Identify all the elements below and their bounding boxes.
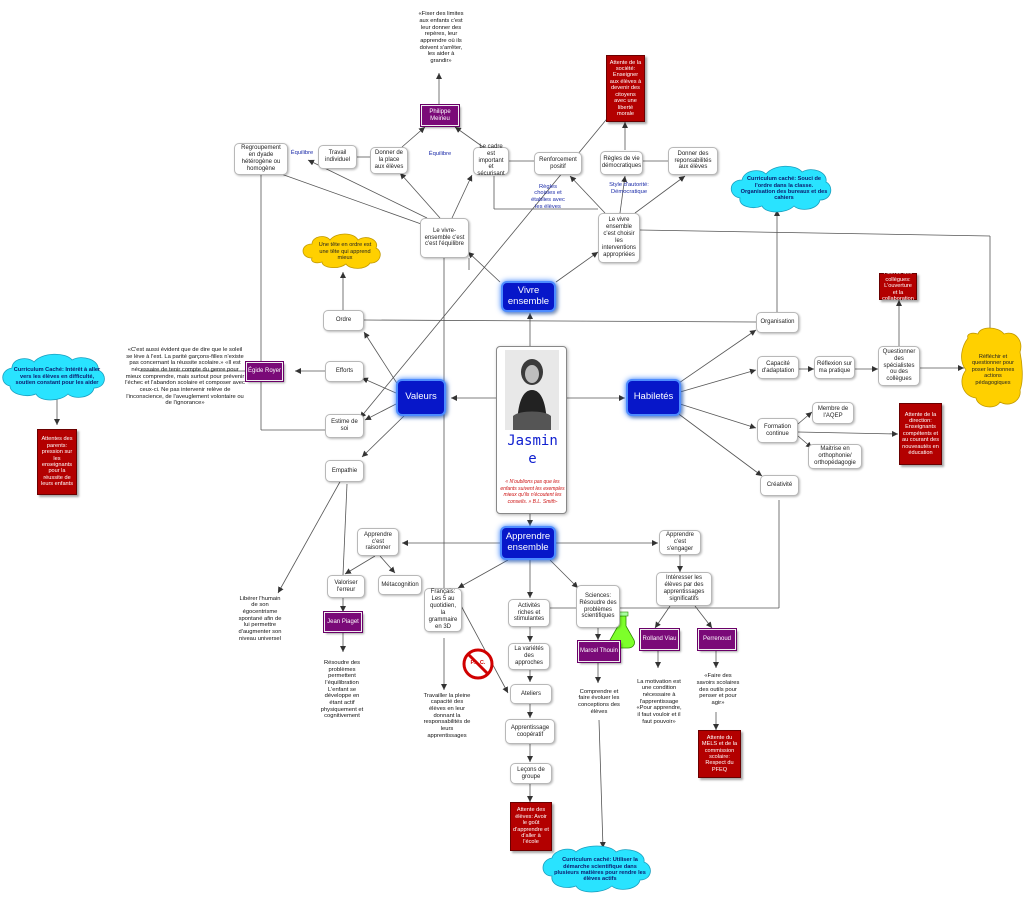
node-renforcement[interactable]: Renforcement positif (534, 152, 582, 175)
piaget-text: Résoudre des problèmes permettent l'équi… (320, 660, 364, 720)
perrenoud-text: «Faire des savoirs scolaires des outils … (696, 673, 740, 706)
cloud-demarche: Curriculum caché: Utiliser la démarche s… (554, 857, 646, 883)
node-lecons[interactable]: Leçons de groupe (510, 763, 552, 784)
node-interesser[interactable]: Intéresser les élèves par des apprentiss… (656, 572, 712, 606)
author-royer[interactable]: Égide Royer (245, 361, 284, 382)
plc-label: P.L.C. (470, 659, 486, 666)
node-cooperatif[interactable]: Apprentissage coopératif (505, 719, 555, 744)
node-reflexion-pratique[interactable]: Réflexion sur ma pratique (814, 356, 855, 379)
cloud-souci: Curriculum caché: Souci de l'ordre dans … (740, 176, 828, 202)
cloud-ordre-shape (302, 233, 381, 269)
attente-parents: Attentes des parents: pression sur les e… (37, 429, 77, 495)
node-maitrise[interactable]: Maitrise en orthophonie/ orthopédagogie (808, 444, 862, 469)
regles-choisies-label: Règles choisies et établies avec les élè… (531, 183, 565, 210)
plc-no-sign-icon (462, 648, 494, 680)
author-piaget[interactable]: Jean Piaget (323, 611, 363, 633)
node-apprendre-engager[interactable]: Apprendre c'est s'engager (659, 530, 701, 555)
travailler-text: Travailler la pleine capacité des élèves… (423, 692, 471, 739)
node-formation[interactable]: Formation continue (757, 418, 798, 443)
node-apprendre-raisonner[interactable]: Apprendre c'est raisonner (357, 528, 399, 556)
node-ordre[interactable]: Ordre (323, 310, 364, 331)
node-valeurs[interactable]: Valeurs (396, 379, 446, 416)
author-thouin[interactable]: Marcel Thouin (577, 640, 621, 663)
attente-mels: Attente du MELS et de la commission scol… (698, 730, 741, 778)
node-vivre-equilibre[interactable]: Le vivre-ensemble c'est c'est l'équilibr… (420, 218, 469, 258)
cloud-reflechir-shape (961, 327, 1023, 408)
style-autorite-label: Style d'autorité: Démocratique (609, 182, 649, 195)
node-habiletes[interactable]: Habiletés (626, 379, 681, 416)
royer-quote: «C'est aussi évident que de dire que le … (125, 347, 245, 407)
node-travail-individuel[interactable]: Travail individuel (318, 145, 357, 169)
node-estime[interactable]: Estime de soi (325, 414, 364, 438)
node-francais[interactable]: Français: Les 5 au quotidien, la grammai… (424, 588, 462, 632)
node-sciences[interactable]: Sciences: Résoudre des problèmes scienti… (576, 585, 620, 628)
liberer-text: Libérer l'humain de son égocentrisme spo… (238, 595, 282, 642)
cloud-reflechir: Réfléchir et questionner pour poser les … (971, 353, 1015, 386)
cloud-souci-shape (730, 165, 832, 213)
cloud-demarche-shape (542, 845, 651, 893)
student-photo (505, 350, 559, 430)
node-regroupement[interactable]: Regroupement en dyade hétérogène ou homo… (234, 143, 288, 175)
node-efforts[interactable]: Efforts (325, 361, 364, 382)
equilibre-label-1: Équilibre (290, 149, 314, 156)
attente-collegues: Attente des collègues: L'ouverture et la… (879, 270, 917, 302)
node-valoriser[interactable]: Valoriser l'erreur (327, 575, 365, 598)
node-membre[interactable]: Membre de l'AQEP (812, 402, 854, 424)
cloud-ordre: Une tête en ordre est une tête qui appre… (318, 242, 372, 262)
node-cadre[interactable]: Le cadre est important et sécurisant (473, 144, 509, 177)
thouin-text: Comprendre et faire évoluer les concepti… (578, 688, 620, 715)
attente-societe: Attente de la société: Enseigner aux élè… (606, 55, 645, 122)
node-vivre-choisir[interactable]: Le vivre ensemble c'est choisir les inte… (598, 213, 640, 263)
smith-quote: « N'oublions pas que les enfants suivent… (500, 479, 565, 505)
cloud-shapes (2, 165, 1023, 893)
author-meirieu[interactable]: Philippe Meirieu (420, 104, 460, 127)
node-variete[interactable]: La variétés des approches (508, 643, 550, 670)
node-questionner[interactable]: Questionner des spécialistes ou des coll… (878, 346, 920, 386)
author-viau[interactable]: Rolland Viau (639, 628, 680, 651)
center-student-card: Jasmin e « N'oublions pas que les enfant… (496, 346, 567, 514)
node-donner-place[interactable]: Donner de la place aux élèves (370, 147, 408, 174)
cloud-interet: Curriculum Caché: Intérêt à aller vers l… (13, 367, 101, 387)
node-vivre-ensemble[interactable]: Vivre ensemble (501, 281, 556, 312)
meirieu-quote: «Fixer des limites aux enfants c'est leu… (418, 11, 464, 64)
node-donner-resp[interactable]: Donner des reponsabilités aux élèves (668, 147, 718, 175)
node-activites[interactable]: Activités riches et stimulantes (508, 599, 550, 627)
node-regles-vie[interactable]: Règles de vie démocratiques (600, 151, 643, 175)
node-creativite[interactable]: Créativité (760, 475, 799, 496)
node-ateliers[interactable]: Ateliers (510, 684, 552, 704)
node-metacognition[interactable]: Métacognition (378, 575, 422, 595)
attente-eleves: Attente des élèves: Avoir le goût d'appr… (510, 802, 552, 851)
node-capacite[interactable]: Capacité d'adaptation (757, 356, 799, 379)
node-organisation[interactable]: Organisation (756, 312, 799, 333)
attente-direction: Attente de la direction: Enseignants com… (899, 403, 942, 465)
student-name: Jasmin e (507, 433, 558, 467)
node-apprendre-ensemble[interactable]: Apprendre ensemble (500, 526, 556, 560)
author-perrenoud[interactable]: Perrenoud (697, 628, 737, 651)
equilibre-label-2: Équilibre (428, 150, 452, 157)
node-empathie[interactable]: Empathie (325, 460, 364, 482)
viau-text: La motivation est une condition nécessai… (636, 678, 682, 725)
cloud-interet-shape (2, 353, 105, 401)
